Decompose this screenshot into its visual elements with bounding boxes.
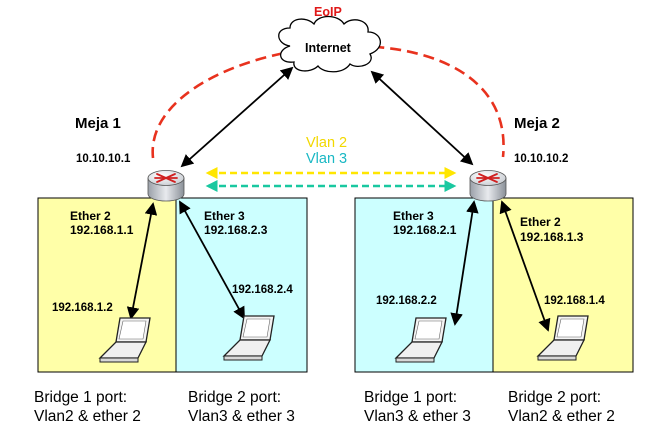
laptop-site1-ether2-icon <box>98 317 151 363</box>
router-site1-icon <box>147 170 185 202</box>
site2-ether2-name: Ether 2 <box>520 215 561 229</box>
site2-ether2-ip: 192.168.1.3 <box>520 230 584 244</box>
site2-bridge2-line2: Vlan2 & ether 2 <box>508 408 615 425</box>
site2-router-ip: 10.10.10.2 <box>514 153 568 165</box>
internet-label: Internet <box>305 41 352 55</box>
site1-ether2-name: Ether 2 <box>70 209 111 223</box>
link-router1-laptop-ether2 <box>126 202 158 320</box>
laptop-site1-ether3-icon <box>222 315 275 361</box>
site1-bridge2-line2: Vlan3 & ether 3 <box>188 408 295 425</box>
site2-ether3-laptop-ip: 192.168.2.2 <box>376 295 437 307</box>
link-router2-laptop-ether3 <box>450 200 479 326</box>
site2-ether3-ip: 192.168.2.1 <box>393 223 457 237</box>
eoip-label: EoIP <box>314 5 342 19</box>
site1-ether2-ip: 192.168.1.1 <box>70 223 134 237</box>
link-router2-internet <box>370 70 474 166</box>
link-router1-laptop-ether3 <box>179 200 245 320</box>
site1-ether3-laptop-ip: 192.168.2.4 <box>232 284 293 296</box>
site1-bridge2-line1: Bridge 2 port: <box>188 389 281 406</box>
site1-ether2-laptop-ip: 192.168.1.2 <box>52 302 113 314</box>
site2-bridge1-line1: Bridge 1 port: <box>364 389 457 406</box>
laptop-site2-ether3-icon <box>394 317 447 363</box>
site1-ether3-ip: 192.168.2.3 <box>204 223 268 237</box>
link-router2-laptop-ether2 <box>499 200 551 332</box>
site1-bridge1-line1: Bridge 1 port: <box>34 389 127 406</box>
internet-cloud-icon <box>278 15 381 73</box>
vlan2-label: Vlan 2 <box>306 135 347 151</box>
laptop-site2-ether2-icon <box>536 315 589 361</box>
site1-bridge1-line2: Vlan2 & ether 2 <box>34 408 141 425</box>
site2-ether2-laptop-ip: 192.168.1.4 <box>544 295 605 307</box>
site2-name: Meja 2 <box>514 115 560 132</box>
site1-name: Meja 1 <box>75 115 121 132</box>
site2-bridge1-line2: Vlan3 & ether 3 <box>364 408 471 425</box>
vlan3-label: Vlan 3 <box>306 151 347 167</box>
link-router1-internet <box>180 66 294 168</box>
site2-bridge2-line1: Bridge 2 port: <box>508 389 601 406</box>
site1-ether3-name: Ether 3 <box>204 209 245 223</box>
site1-router-ip: 10.10.10.1 <box>76 153 131 165</box>
site2-ether3-name: Ether 3 <box>393 209 434 223</box>
router-site2-icon <box>469 170 507 202</box>
